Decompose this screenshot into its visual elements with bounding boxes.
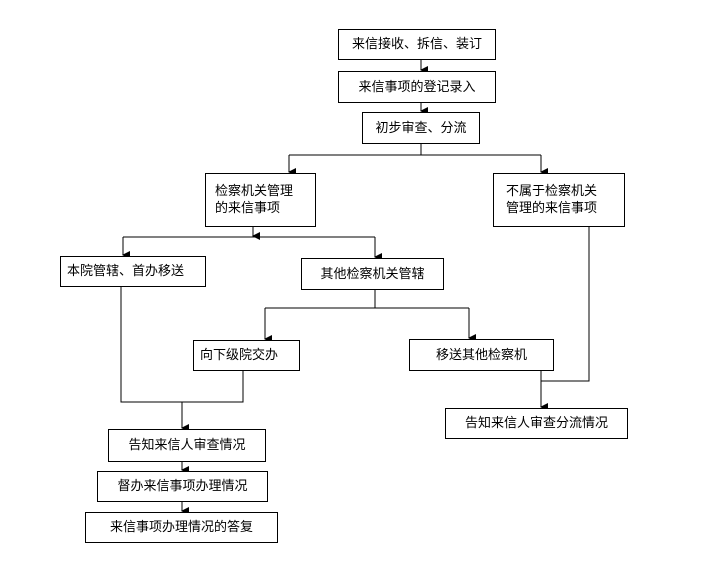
node-notify-diversion: 告知来信人审查分流情况 [445,408,628,439]
node-jurisdiction: 检察机关管理 的来信事项 [205,173,316,227]
node-reply: 来信事项办理情况的答复 [85,512,278,543]
node-receive: 来信接收、拆信、装订 [338,29,496,60]
node-non-jurisdiction: 不属于检察机关 管理的来信事项 [493,173,625,227]
node-register: 来信事项的登记录入 [338,71,496,103]
node-lower-court: 向下级院交办 [193,340,300,371]
node-notify-review: 告知来信人审查情况 [108,429,266,462]
node-initial-review: 初步审查、分流 [362,112,480,144]
node-local-jurisdiction: 本院管辖、首办移送 [60,256,206,287]
node-supervise: 督办来信事项办理情况 [97,471,268,502]
node-transfer: 移送其他检察机 [409,339,554,371]
node-other-procuratorate: 其他检察机关管辖 [301,258,444,290]
